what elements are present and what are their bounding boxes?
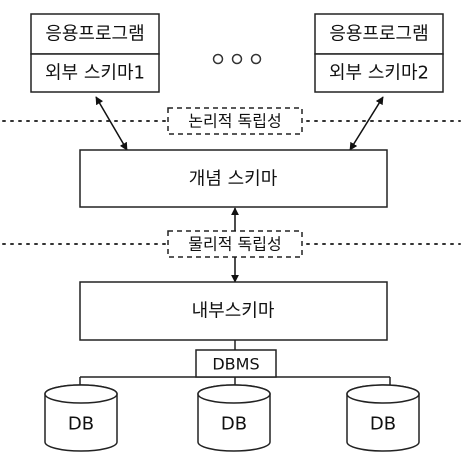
- ellipsis-dot: [212, 53, 224, 65]
- database-label: DB: [68, 414, 94, 435]
- conceptual-schema-box: [79, 149, 388, 208]
- mapping-arrow-right: [349, 96, 384, 151]
- application-program-label-left: 응용프로그램: [45, 24, 144, 45]
- database-cylinder-top: [197, 384, 271, 404]
- ellipsis-dot: [231, 53, 243, 65]
- internal-schema-label: 내부스키마: [192, 301, 275, 322]
- conceptual-schema-label: 개념 스키마: [189, 169, 278, 190]
- database-cylinder-left: DB: [44, 384, 118, 452]
- application-group-left: 응용프로그램 외부 스키마1: [30, 13, 160, 93]
- dbms-box: [195, 349, 277, 378]
- database-label: DB: [370, 414, 396, 435]
- external-schema-label-right: 외부 스키마2: [329, 63, 429, 84]
- database-label: DB: [221, 414, 247, 435]
- database-cylinder-top: [346, 384, 420, 404]
- database-cylinder-top: [44, 384, 118, 404]
- more-applications-ellipsis: [212, 53, 262, 65]
- dbms-label: DBMS: [212, 355, 259, 374]
- external-schema-box-right: [314, 53, 444, 93]
- application-group-right: 응용프로그램 외부 스키마2: [314, 13, 444, 93]
- database-cylinder-right: DB: [346, 384, 420, 452]
- logical-independence-box: [167, 107, 303, 135]
- external-schema-label-left: 외부 스키마1: [45, 63, 145, 84]
- physical-independence-label: 물리적 독립성: [188, 235, 281, 254]
- external-schema-box-left: [30, 53, 160, 93]
- database-cylinder-center: DB: [197, 384, 271, 452]
- application-program-label-right: 응용프로그램: [329, 24, 428, 45]
- application-program-box-left: [30, 13, 160, 55]
- internal-schema-box: [79, 281, 388, 341]
- mapping-arrow-left: [95, 96, 128, 151]
- ellipsis-dot: [250, 53, 262, 65]
- logical-independence-label: 논리적 독립성: [188, 112, 281, 131]
